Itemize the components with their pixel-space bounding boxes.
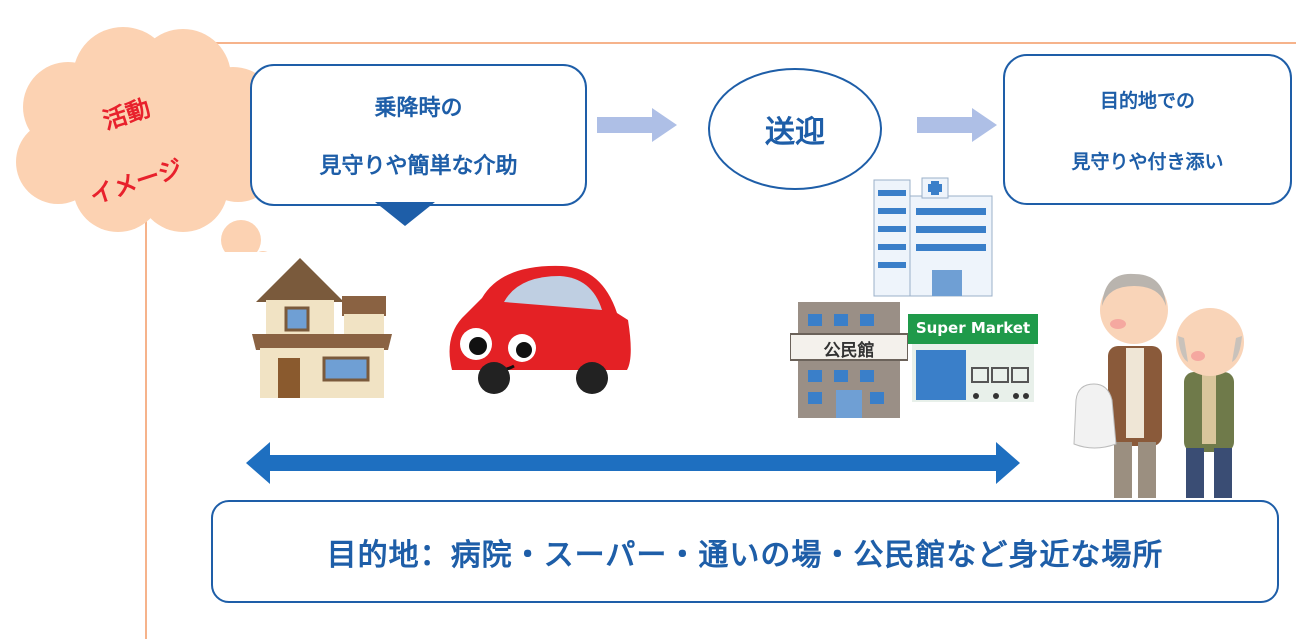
step3-line2: 見守りや付き添い [1071,150,1224,173]
double-arrow-icon [246,442,1020,484]
destination-text: 目的地：病院・スーパー・通いの場・公民館など身近な場所 [326,537,1164,573]
step1-line1: 乗降時の [374,96,463,121]
step1-line2: 見守りや簡単な介助 [319,154,518,179]
speech-pointer [375,202,435,226]
step-transport-oval: 送迎 [708,68,882,190]
step-boarding-assist-box: 乗降時の 見守りや簡単な介助 [250,64,587,206]
right-arrow-icon [597,108,677,142]
step2-label: 送迎 [765,115,825,150]
supermarket-sign: Super Market [915,319,1031,337]
community-center-icon: 公民館 [790,300,908,418]
thought-cloud-icon [16,27,278,273]
elderly-couple-icon [1073,273,1244,498]
community-center-building [790,302,908,418]
red-car-icon [449,265,631,394]
frame-top-border [145,42,1296,44]
destination-box: 目的地：病院・スーパー・通いの場・公民館など身近な場所 [211,500,1279,603]
supermarket-icon: Super Market [908,314,1040,406]
step3-line1: 目的地での [1099,89,1195,112]
thought-cloud: 活動 イメージ [8,22,298,273]
house-icon [252,258,392,398]
step-destination-support-box: 目的地での 見守りや付き添い [1003,54,1292,205]
supermarket-building [908,314,1038,402]
community-center-sign: 公民館 [823,341,875,361]
frame-left-border [145,42,147,639]
hospital-icon [873,177,993,297]
right-arrow-icon [917,108,997,142]
